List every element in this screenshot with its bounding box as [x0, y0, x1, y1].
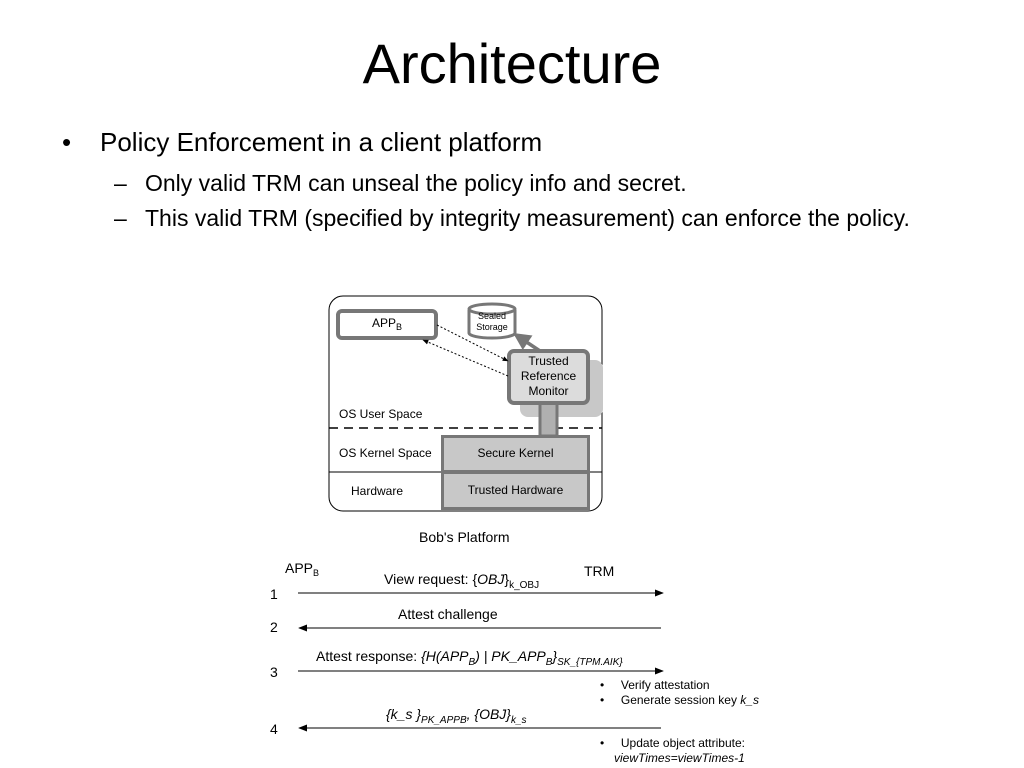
secure-kernel-label: Secure Kernel [477, 446, 554, 460]
subbullet-text: This valid TRM (specified by integrity m… [145, 205, 910, 231]
note-verify: • Verify attestation [600, 678, 710, 692]
trm-label: Trusted Reference Monitor [520, 354, 577, 398]
hardware-label: Hardware [351, 484, 404, 498]
msg4-label: {k_s }PK_APPB, {OBJ}k_s [386, 706, 527, 726]
sealed-storage-top [467, 302, 517, 316]
trm-to-storage-arrow [513, 333, 541, 353]
trm-kernel-connector [538, 398, 559, 438]
os-user-space-label: OS User Space [339, 407, 423, 421]
step-number: 2 [270, 619, 278, 635]
platform-caption: Bob's Platform [419, 529, 510, 545]
step-number: 1 [270, 586, 278, 602]
dash-marker: – [114, 205, 127, 231]
subbullet-text: Only valid TRM can unseal the policy inf… [145, 170, 687, 196]
note-update: • Update object attribute: [600, 736, 745, 750]
sealed-storage-label: Sealed Storage [476, 311, 508, 332]
slide-title: Architecture [362, 32, 662, 95]
seq-left-actor: APPB [285, 560, 320, 578]
trm-to-app-dotted-arrow [422, 339, 509, 377]
bullet-text: Policy Enforcement in a client platform [100, 127, 543, 157]
dash-marker: – [114, 170, 127, 196]
app-label: APPB [372, 316, 403, 332]
note-session-key: • Generate session key k_s [600, 693, 759, 707]
trusted-hardware-box [444, 474, 587, 507]
trusted-hardware-label: Trusted Hardware [467, 483, 564, 497]
secure-kernel-box [444, 438, 587, 470]
msg3-label: Attest response: {H(APPB) | PK_APPB}SK_{… [316, 648, 623, 668]
bullet-dot: • [62, 127, 72, 157]
note-update-expr: viewTimes=viewTimes-1 [614, 751, 745, 765]
app-to-trm-dotted-arrow [436, 324, 509, 362]
seq-right-actor: TRM [584, 563, 615, 579]
app-box [336, 309, 438, 340]
msg1-label: View request: {OBJ}k_OBJ [384, 571, 540, 591]
step-number: 3 [270, 664, 278, 680]
os-kernel-space-label: OS Kernel Space [339, 446, 432, 460]
trm-box [507, 349, 590, 405]
msg2-label: Attest challenge [398, 606, 498, 622]
step-number: 4 [270, 721, 278, 737]
